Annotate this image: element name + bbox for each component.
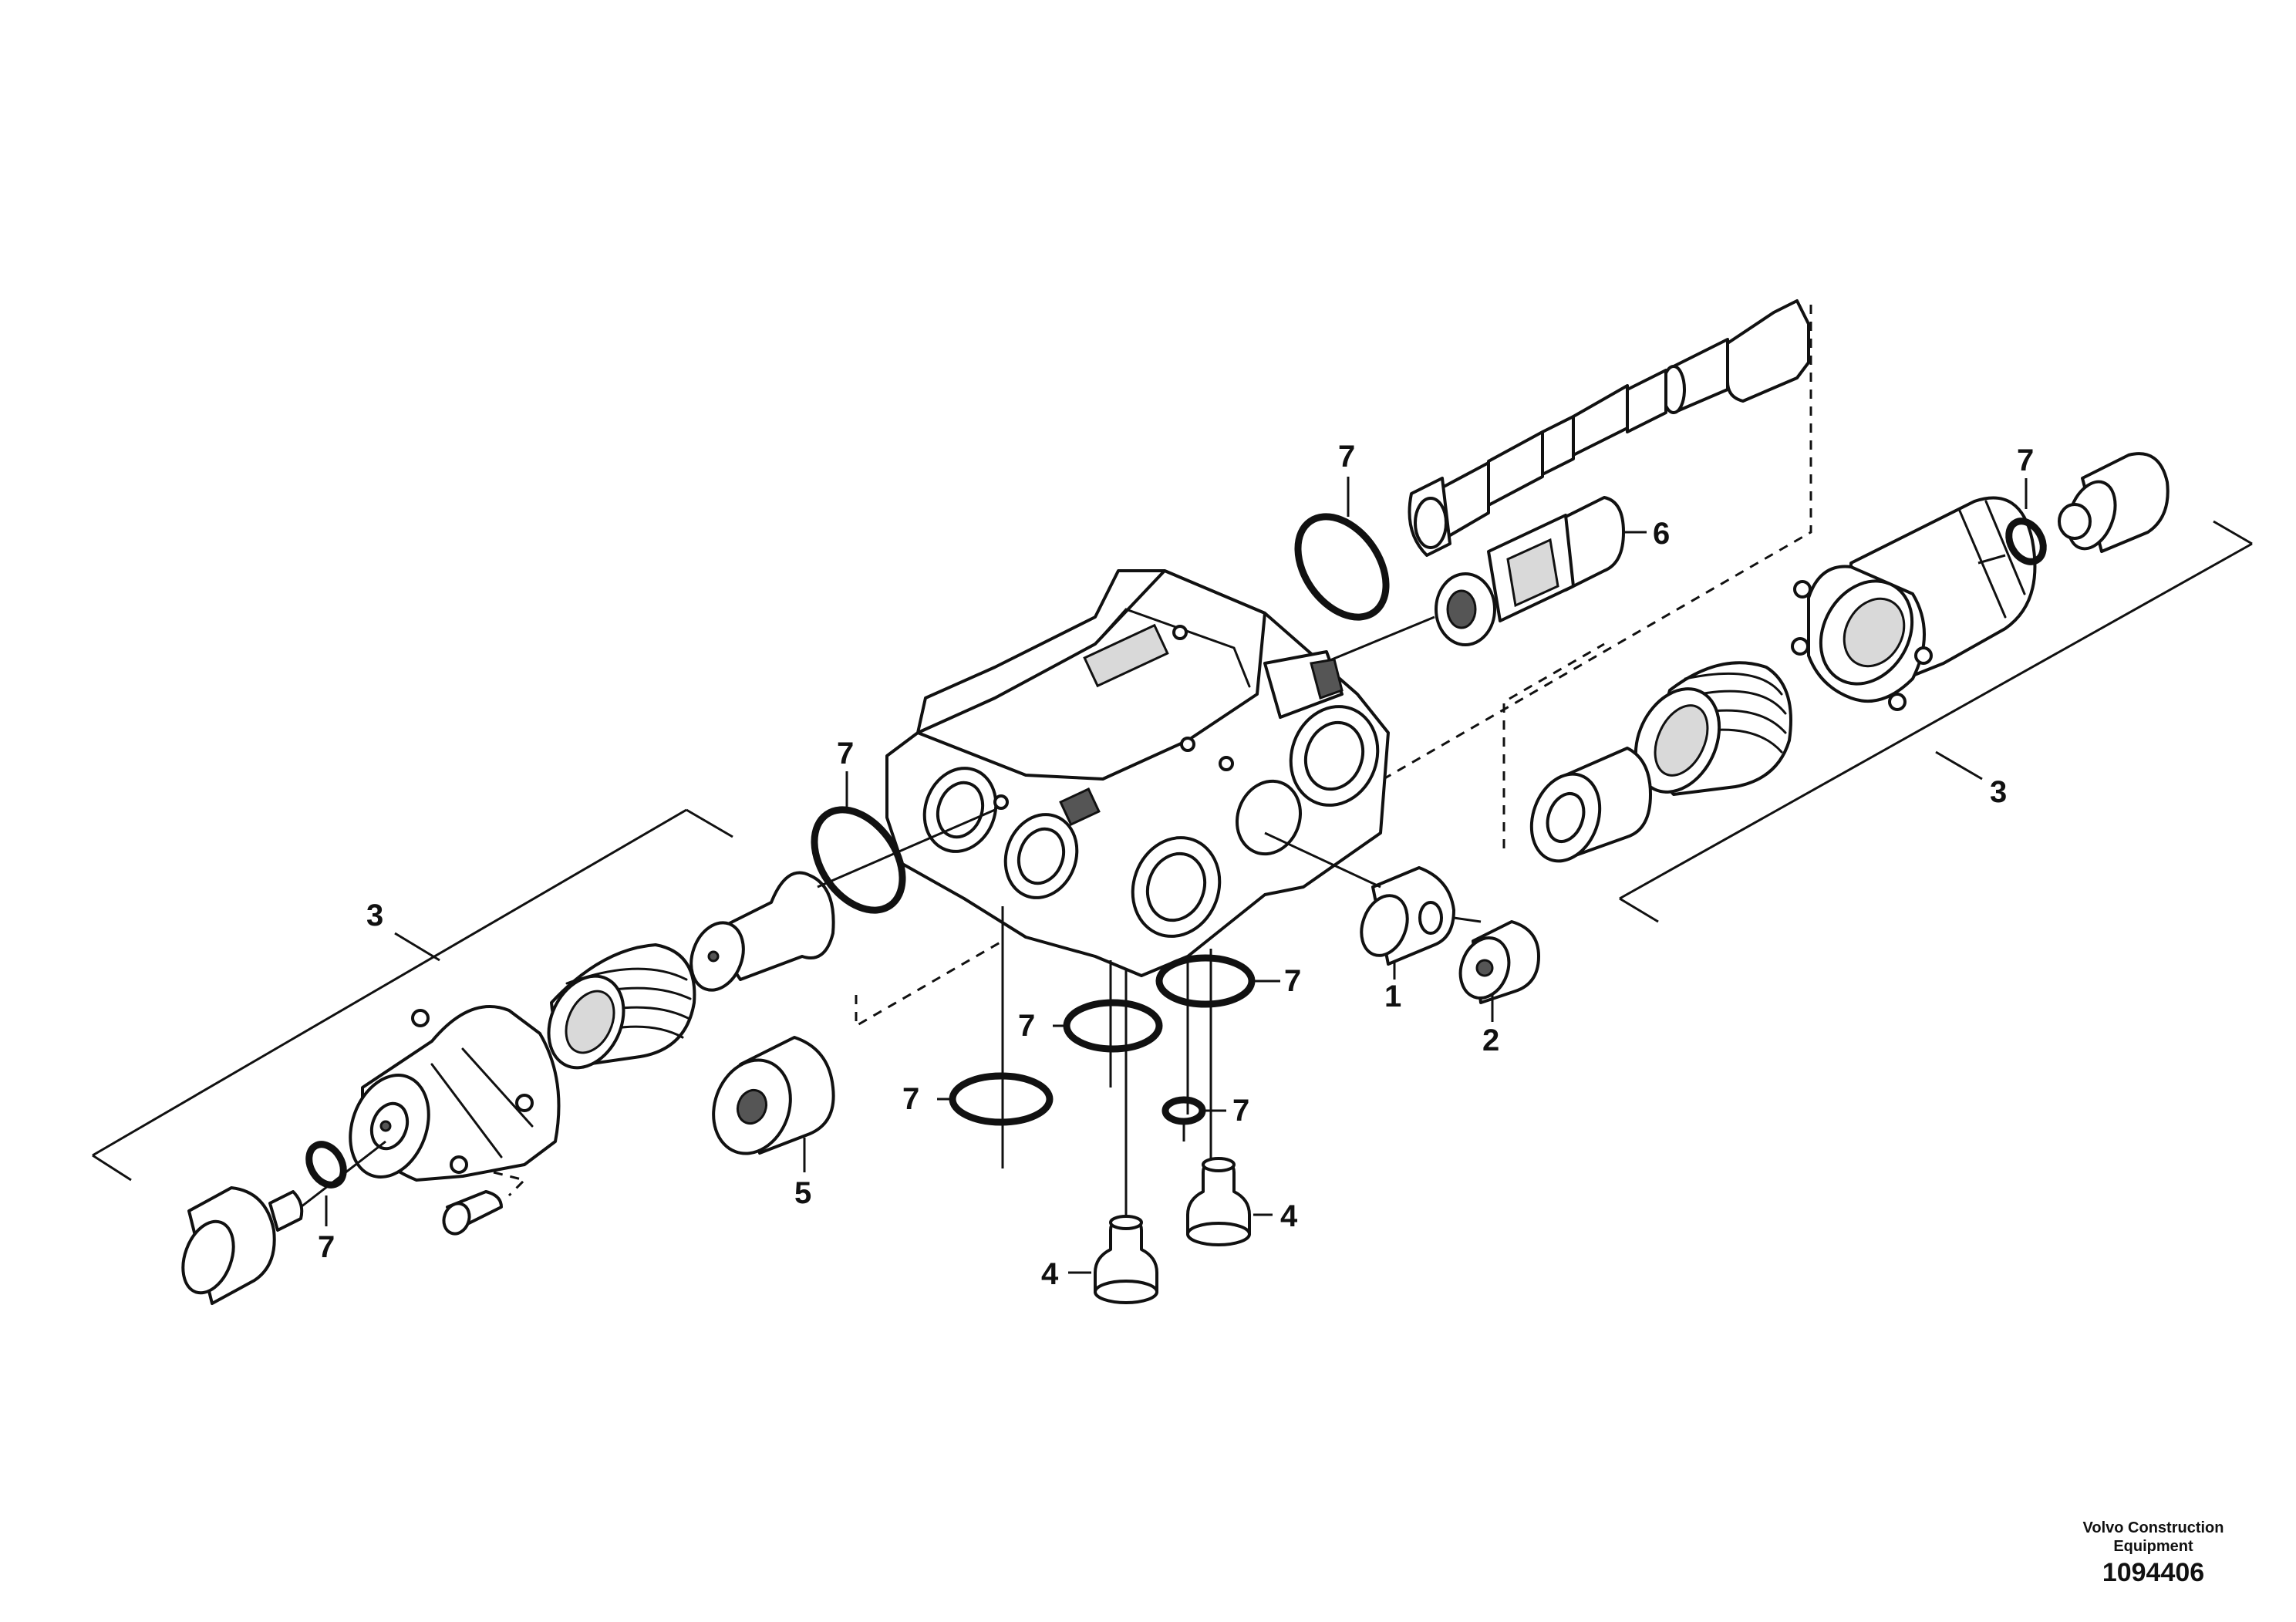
valve-body	[885, 569, 1390, 977]
plug-item-5	[712, 939, 1003, 1172]
right-assembly-bracket	[1502, 520, 2253, 923]
left-assembly-bracket	[92, 808, 733, 1182]
callout-3-right: 3	[1990, 775, 2007, 809]
callout-7-top: 7	[1338, 440, 1355, 474]
o-ring-bottom-left	[305, 1141, 347, 1226]
left-spring-seat	[689, 808, 996, 992]
left-fitting	[181, 1140, 386, 1305]
spool	[1303, 299, 1812, 827]
callout-7-mid-left: 7	[837, 737, 854, 771]
callout-1: 1	[1384, 980, 1401, 1013]
o-ring-top-right	[2005, 478, 2047, 565]
callout-7-center-b: 7	[1018, 1009, 1035, 1043]
fitting-item-4-left	[1068, 1215, 1158, 1304]
callout-2: 2	[1482, 1023, 1499, 1057]
o-ring-center-b	[1053, 999, 1163, 1053]
o-ring-center-a	[1155, 954, 1280, 1008]
fitting-item-4-right	[1186, 1157, 1273, 1246]
plug-item-2	[1458, 920, 1540, 1022]
drawing-number: 1094406	[2102, 1558, 2205, 1587]
callout-3-left: 3	[366, 899, 383, 932]
callout-7-top-right: 7	[2017, 443, 2034, 477]
o-ring-center-c	[937, 1072, 1054, 1126]
left-spring	[547, 943, 696, 1070]
callout-4-left: 4	[1041, 1257, 1059, 1291]
callout-7-bottom-left: 7	[318, 1230, 335, 1264]
right-spring-seat	[1529, 747, 1652, 863]
callout-7-center-c: 7	[902, 1082, 919, 1116]
callout-6: 6	[1653, 517, 1670, 551]
callout-7-center-d: 7	[1232, 1094, 1249, 1128]
callout-7-center-a: 7	[1284, 964, 1301, 998]
right-fitting	[1977, 452, 2170, 565]
o-ring-top	[1294, 477, 1390, 621]
left-cap-screw	[442, 1190, 503, 1236]
callout-4-right: 4	[1280, 1199, 1298, 1233]
left-end-cap	[349, 1005, 561, 1197]
right-spring	[1633, 661, 1792, 796]
callout-5: 5	[794, 1176, 811, 1210]
credit-company-suffix: Equipment	[2113, 1538, 2193, 1555]
credit-company: Volvo Construction	[2082, 1519, 2224, 1536]
cartridge-item-6	[1256, 496, 1647, 692]
check-valve-item-1	[1264, 831, 1482, 980]
o-ring-mid-left	[811, 771, 906, 914]
right-end-cap	[1791, 496, 2037, 711]
callout-labels: 1 2 3 3 4 4 5 6 7 7 7 7 7 7 7 7	[318, 440, 2034, 1291]
o-ring-center-d	[1161, 1096, 1226, 1125]
